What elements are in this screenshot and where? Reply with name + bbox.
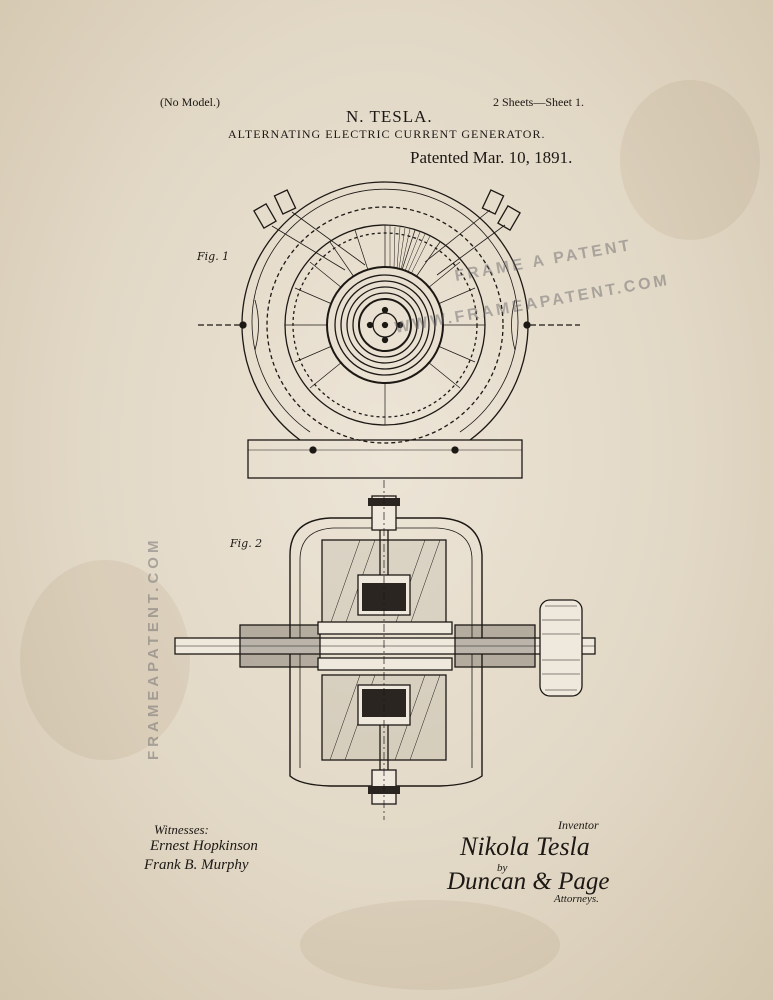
inventor-caption: Inventor <box>558 818 599 832</box>
witness-1-signature: Ernest Hopkinson <box>150 838 258 854</box>
figure-1-drawing <box>198 181 580 479</box>
by-label: by <box>497 862 508 874</box>
sheet-number: 2 Sheets—Sheet 1. <box>493 95 584 109</box>
attorney-signature: Duncan & Page <box>447 868 610 895</box>
attorneys-caption: Attorneys. <box>554 893 599 905</box>
witness-2-signature: Frank B. Murphy <box>144 857 249 873</box>
inventor-signature: Nikola Tesla <box>460 832 590 861</box>
no-model-label: (No Model.) <box>160 95 220 109</box>
figure-2-label: Fig. 2 <box>230 537 263 550</box>
patent-title: ALTERNATING ELECTRIC CURRENT GENERATOR. <box>228 127 546 141</box>
figure-2-drawing <box>174 480 596 820</box>
watermark-side: FRAMEAPATENT.COM <box>145 536 162 760</box>
witnesses-label: Witnesses: <box>154 822 209 837</box>
figure-1-label: Fig. 1 <box>197 250 230 263</box>
inventor-name: N. TESLA. <box>346 107 433 126</box>
patent-date: Patented Mar. 10, 1891. <box>410 148 573 167</box>
